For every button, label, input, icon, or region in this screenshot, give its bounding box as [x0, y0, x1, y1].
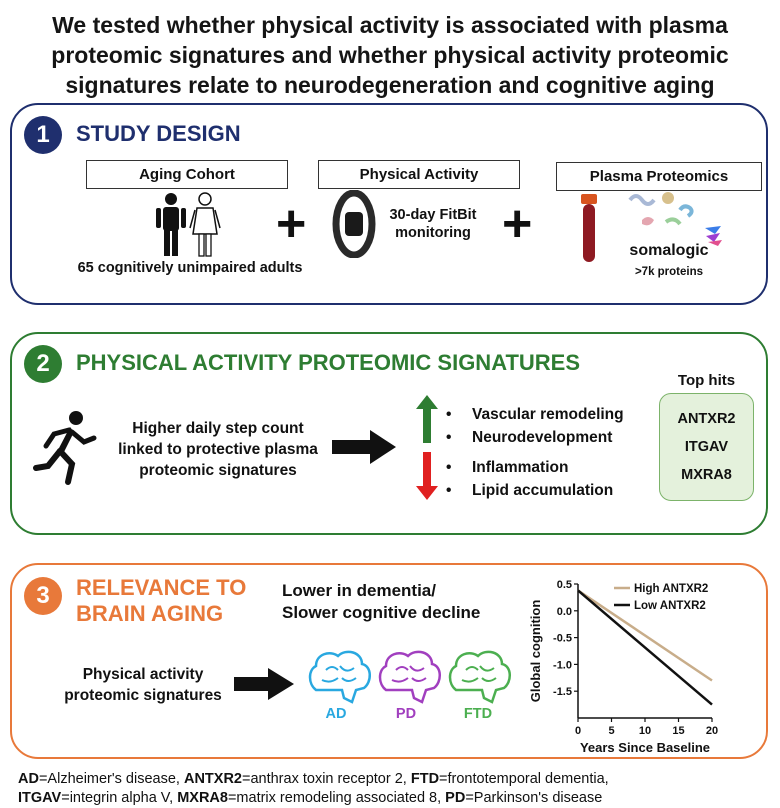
brain-ftd-label: FTD — [463, 706, 493, 722]
brain-aging-title: RELEVANCE TO BRAIN AGING — [76, 575, 246, 627]
upregulated-list: Vascular remodeling Neurodevelopment — [446, 403, 624, 449]
proteomic-signatures-title: PHYSICAL ACTIVITY PROTEOMIC SIGNATURES — [76, 350, 581, 375]
brain-ftd-icon — [448, 650, 511, 704]
title-line-2: proteomic signatures and whether physica… — [51, 42, 729, 68]
series-line-1 — [577, 589, 713, 706]
main-title: We tested whether physical activity is a… — [0, 10, 780, 100]
y-axis-label: Global cognition — [528, 600, 543, 703]
subtitle-line-2: Slower cognitive decline — [282, 603, 481, 622]
y-tick-label: 0.0 — [557, 606, 572, 618]
brain-aging-panel — [10, 563, 768, 759]
x-tick-label: 10 — [639, 725, 651, 737]
plasma-proteomics-box: Plasma Proteomics — [556, 162, 762, 191]
up-item-neurodevelopment: Neurodevelopment — [446, 426, 624, 449]
cognition-chart: 0.5 0.0 -0.5 -1.0 -1.5 0 5 10 15 20 High ANTXR2Low… — [528, 579, 718, 755]
top-hits-box: ANTXR2 ITGAV MXRA8 — [659, 393, 754, 501]
brain-aging-title-line-2: BRAIN AGING — [76, 601, 224, 626]
legend-label-0: High ANTXR2 — [634, 583, 708, 595]
runner-icon — [33, 411, 97, 485]
step-desc-line-2: linked to protective plasma — [118, 441, 318, 458]
plus-sign-2: + — [502, 195, 533, 253]
brain-pd-label: PD — [395, 706, 417, 722]
y-tick-label: 0.5 — [557, 579, 572, 591]
title-line-1: We tested whether physical activity is a… — [52, 12, 728, 38]
step-count-description: Higher daily step count linked to protec… — [108, 418, 328, 481]
right-arrow-icon — [332, 430, 396, 464]
x-tick-label: 5 — [608, 725, 614, 737]
x-tick-label: 15 — [672, 725, 684, 737]
y-tick-label: -1.0 — [553, 659, 572, 671]
aging-cohort-box: Aging Cohort — [86, 160, 288, 189]
proteins-icon — [628, 192, 694, 226]
fitbit-desc-line-1: 30-day FitBit — [389, 207, 477, 223]
footer-ftd-abbr: FTD — [410, 771, 440, 787]
up-item-vascular: Vascular remodeling — [446, 403, 624, 426]
plus-sign-1: + — [276, 195, 307, 253]
footer-line-1: AD=Alzheimer's disease, ANTXR2=anthrax t… — [18, 770, 609, 789]
fitbit-icon — [332, 190, 376, 258]
study-design-title: STUDY DESIGN — [76, 121, 241, 146]
signature-desc-line-1: Physical activity — [82, 666, 204, 683]
step-desc-line-1: Higher daily step count — [132, 420, 304, 437]
study-design-panel — [10, 103, 768, 305]
people-icon — [156, 192, 221, 257]
footer-pd-abbr: PD — [445, 790, 466, 806]
physical-activity-box: Physical Activity — [318, 160, 520, 189]
footer-ad-def: =Alzheimer's disease, — [38, 771, 184, 787]
brain-aging-title-line-1: RELEVANCE TO — [76, 575, 247, 600]
fitbit-desc-line-2: monitoring — [395, 225, 471, 241]
down-item-inflammation: Inflammation — [446, 456, 613, 479]
footer-ad-abbr: AD — [18, 771, 39, 787]
footer-antxr2-def: =anthrax toxin receptor 2, — [241, 771, 411, 787]
legend-label-1: Low ANTXR2 — [634, 600, 706, 612]
x-tick-label: 0 — [575, 725, 581, 737]
protein-count-label: >7k proteins — [634, 266, 704, 278]
top-hits-label: Top hits — [677, 372, 736, 389]
top-hit-itgav: ITGAV — [684, 439, 729, 455]
footer-mxra8-abbr: MXRA8 — [177, 790, 228, 806]
top-hit-antxr2: ANTXR2 — [677, 411, 736, 427]
abbreviation-footer: AD=Alzheimer's disease, ANTXR2=anthrax t… — [18, 770, 609, 808]
x-axis-label: Years Since Baseline — [580, 740, 710, 755]
somalogic-label: somalogic — [629, 242, 709, 259]
footer-ftd-def: =frontotemporal dementia, — [439, 771, 609, 787]
fitbit-description: 30-day FitBit monitoring — [378, 206, 488, 242]
down-arrow-icon — [416, 452, 438, 500]
footer-mxra8-def: =matrix remodeling associated 8, — [227, 790, 446, 806]
step-desc-line-3: proteomic signatures — [139, 462, 297, 479]
somalogic-logo-icon — [705, 226, 722, 246]
series-line-0 — [577, 589, 713, 682]
proteomic-signatures-panel — [10, 332, 768, 535]
footer-pd-def: =Parkinson's disease — [465, 790, 603, 806]
footer-antxr2-abbr: ANTXR2 — [183, 771, 242, 787]
subtitle-line-1: Lower in dementia/ — [282, 581, 436, 600]
title-line-3: signatures relate to neurodegeneration a… — [65, 72, 715, 98]
brain-ad-icon — [308, 650, 371, 704]
y-tick-label: -0.5 — [553, 633, 572, 645]
top-hit-mxra8: MXRA8 — [681, 467, 732, 483]
step-2-badge: 2 — [24, 345, 62, 383]
y-tick-label: -1.5 — [553, 686, 572, 698]
brain-ad-label: AD — [325, 706, 347, 722]
step-3-badge: 3 — [24, 577, 62, 615]
signature-description: Physical activity proteomic signatures — [58, 664, 228, 706]
blood-tube-icon — [581, 194, 597, 262]
down-item-lipid: Lipid accumulation — [446, 479, 613, 502]
footer-itgav-abbr: ITGAV — [18, 790, 62, 806]
dementia-subtitle: Lower in dementia/ Slower cognitive decl… — [282, 580, 480, 624]
signature-desc-line-2: proteomic signatures — [64, 687, 222, 704]
cohort-description: 65 cognitively unimpaired adults — [77, 260, 303, 276]
footer-line-2: ITGAV=integrin alpha V, MXRA8=matrix rem… — [18, 789, 609, 808]
step-1-badge: 1 — [24, 116, 62, 154]
downregulated-list: Inflammation Lipid accumulation — [446, 456, 613, 502]
x-tick-label: 20 — [706, 725, 718, 737]
brain-pd-icon — [378, 650, 441, 704]
footer-itgav-def: =integrin alpha V, — [61, 790, 178, 806]
right-arrow-icon-2 — [234, 668, 294, 700]
up-arrow-icon — [416, 395, 438, 443]
brain-icons — [308, 650, 511, 704]
